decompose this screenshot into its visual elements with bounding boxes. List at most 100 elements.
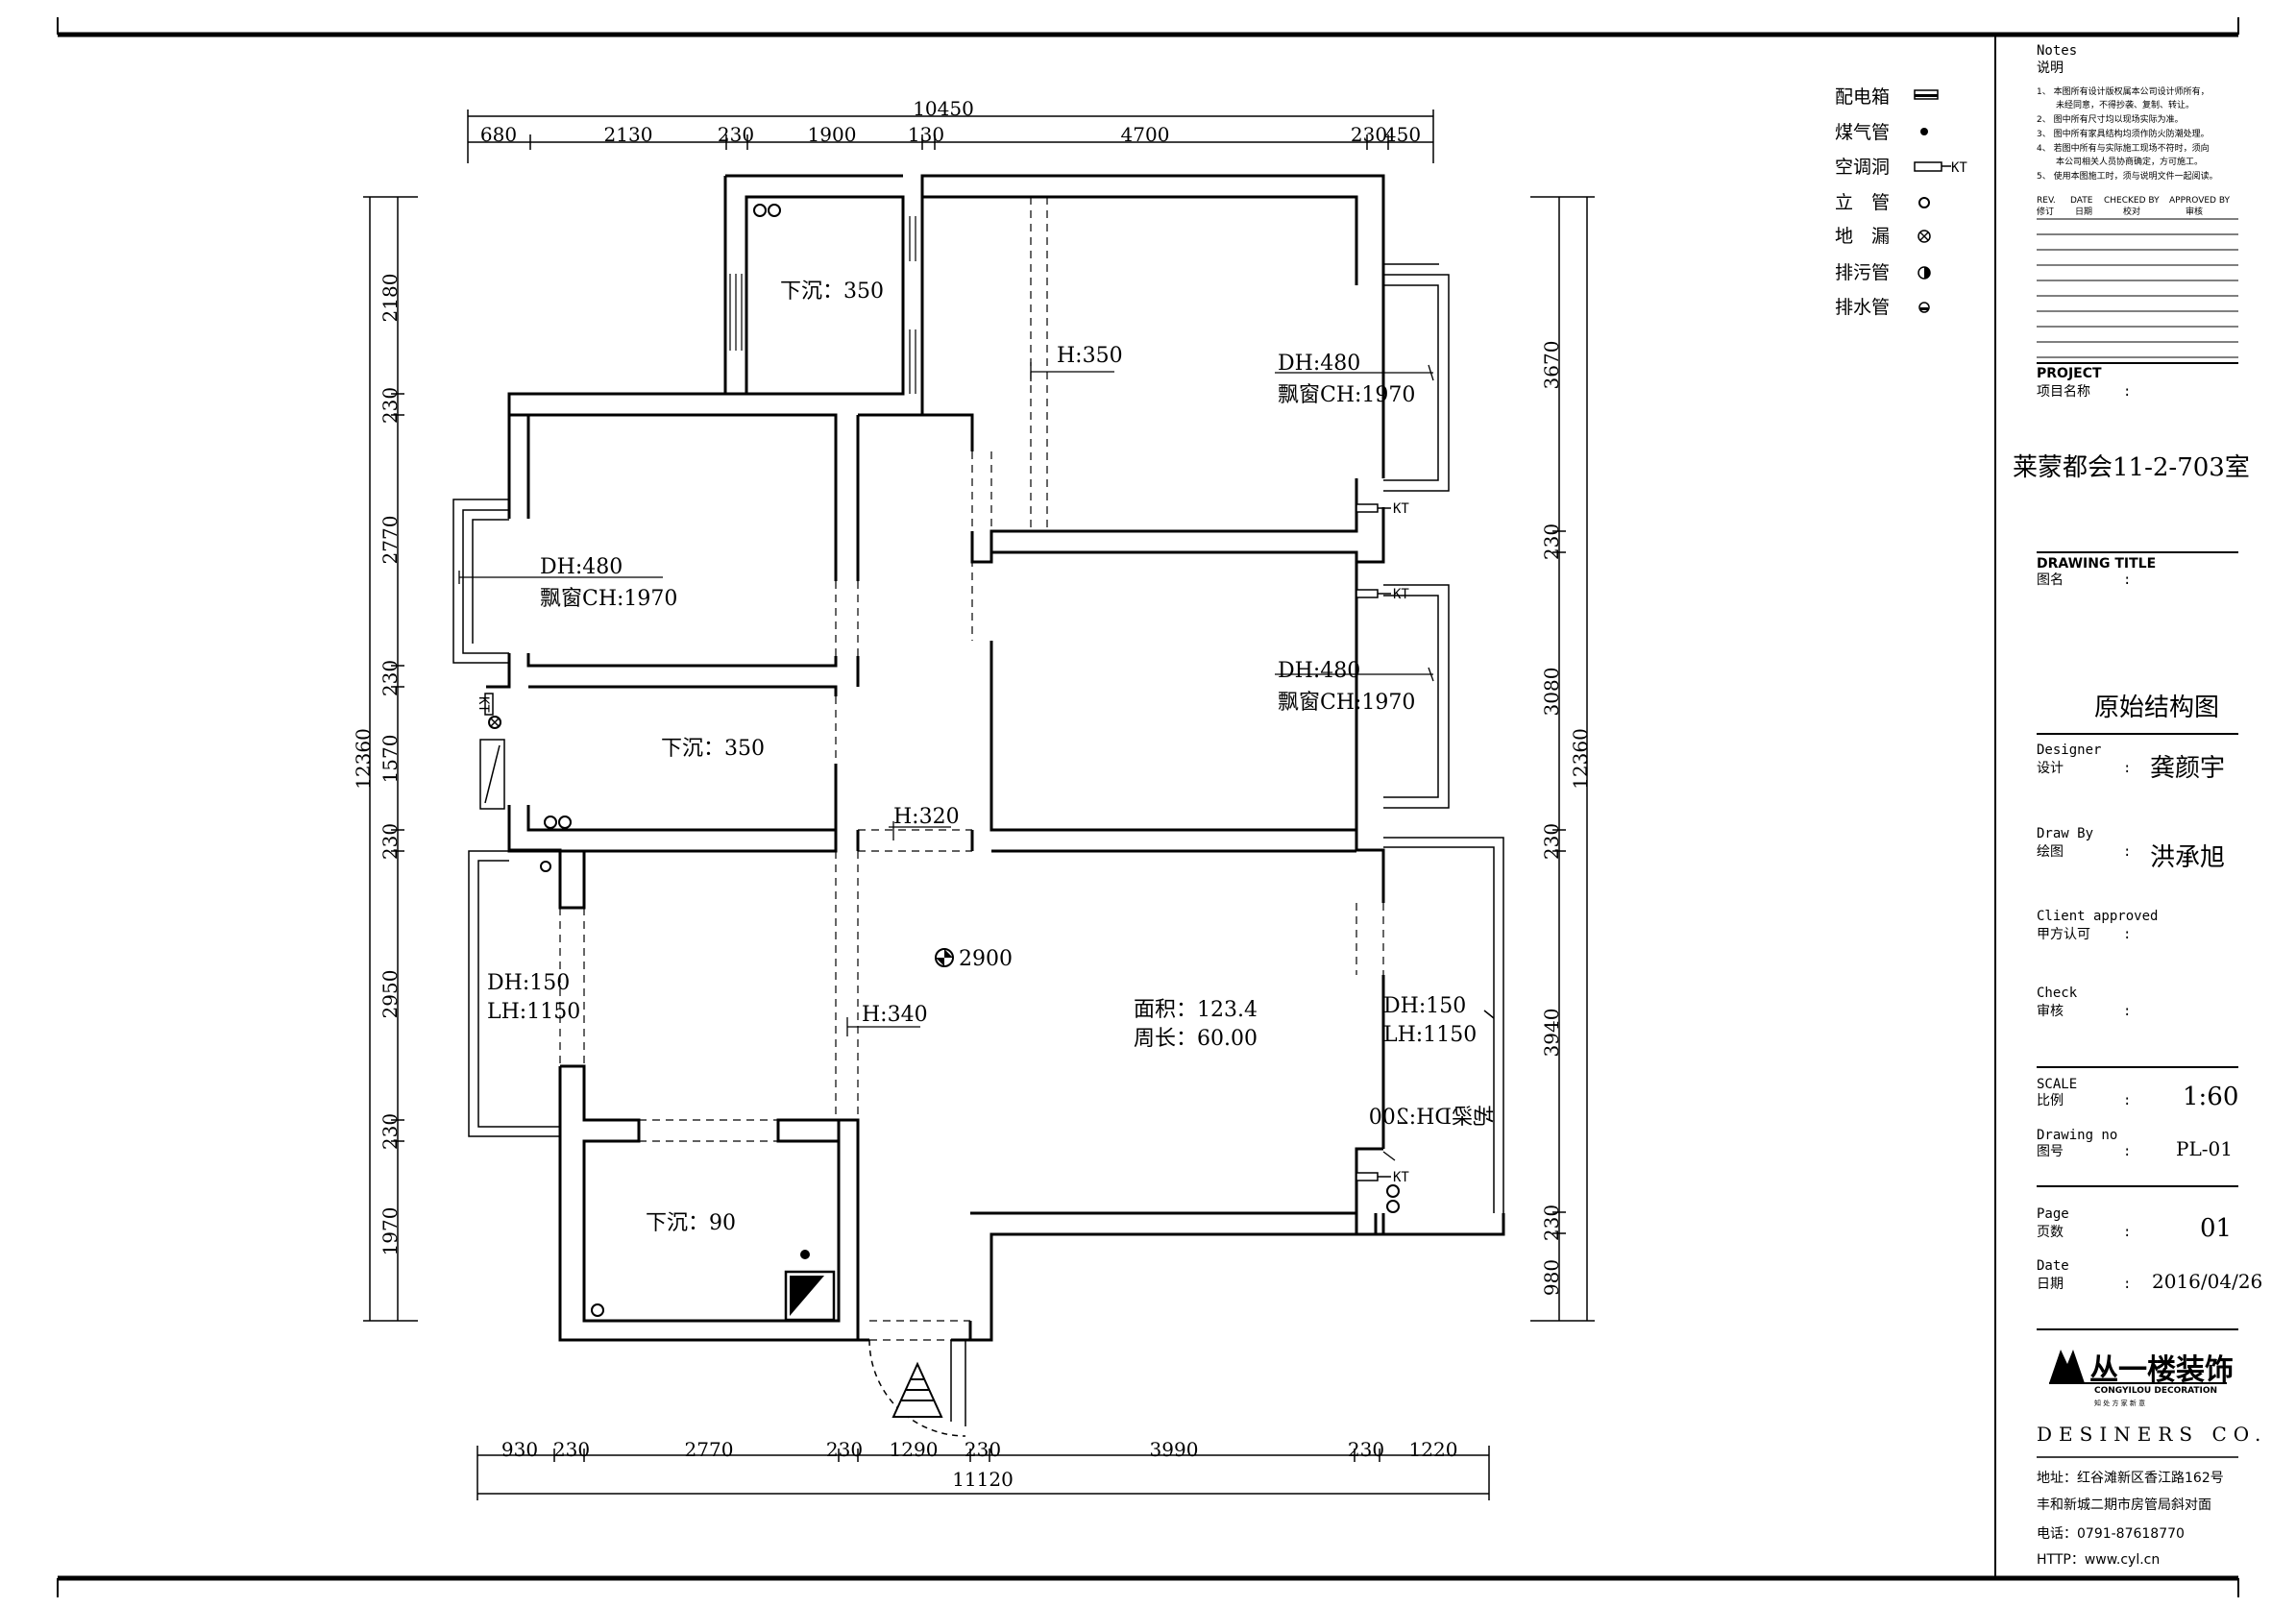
ac-hole-suffix: KT: [1951, 160, 1967, 176]
sewage-pipe-icon: [1917, 266, 1931, 280]
rev-header: REV.: [2037, 196, 2056, 206]
sheet-frame: [57, 17, 2239, 1597]
dim-right-total: 12360: [1569, 728, 1592, 790]
scale-label-en: SCALE: [2037, 1077, 2077, 1092]
date-value: 2016/04/26: [2152, 1270, 2262, 1293]
dim-bottom-seg: 930: [501, 1438, 538, 1461]
room-label-bottom-small: 下沉：90: [646, 1211, 736, 1235]
dim-left-total: 12360: [352, 728, 375, 790]
http-line: HTTP：www.cyl.cn: [2037, 1552, 2160, 1568]
kt-label: KT: [1393, 501, 1409, 517]
dim-top-seg: 680: [480, 123, 517, 146]
floor-drain-icon: [488, 716, 501, 729]
checked-header: CHECKED BY: [2104, 196, 2160, 206]
legend-label: 排污管: [1835, 262, 1890, 283]
ac-hole-markers: [484, 503, 1391, 1181]
notes-line: 1、 本图所有设计版权属本公司设计师所有，: [2037, 85, 2210, 97]
kt-label: KT: [1393, 1170, 1409, 1185]
address-line-2: 丰和新城二期市房管局斜对面: [2037, 1497, 2211, 1513]
checked-header-cn: 校对: [2123, 206, 2140, 217]
notes-line: 4、 若图中所有与实际施工现场不符时，须向: [2037, 142, 2210, 154]
distribution-box-icon: [1914, 89, 1939, 100]
dim-left-seg: 1970: [379, 1207, 402, 1256]
page-label-en: Page: [2037, 1206, 2069, 1222]
bay-windows: [452, 263, 1450, 809]
dim-bottom-seg: 230: [1348, 1438, 1384, 1461]
page-colon: :: [2123, 1225, 2131, 1240]
company-name-cn: 丛一楼装饰: [2089, 1353, 2234, 1387]
drawing-title-label-en: DRAWING TITLE: [2037, 556, 2156, 572]
bay-ch-left: 飘窗CH:1970: [540, 587, 677, 611]
drawing-title-colon: :: [2123, 572, 2131, 588]
gas-pipe-icon: [800, 1250, 810, 1259]
dim-bottom-seg: 230: [965, 1438, 1001, 1461]
dim-left-seg: 230: [379, 387, 402, 424]
date-header: DATE: [2070, 196, 2093, 206]
phone-line: 电话：0791-87618770: [2037, 1526, 2185, 1542]
legend-label: 配电箱: [1835, 86, 1890, 108]
scale-value: 1:60: [2183, 1083, 2238, 1111]
ac-hole-icon: KT: [1914, 160, 1967, 176]
wall-windows: [729, 216, 916, 394]
dimensions-bottom: [476, 1446, 1490, 1500]
company-tagline: 知 处 方 家 新 意: [2094, 1399, 2145, 1407]
client-label-en: Client approved: [2037, 909, 2158, 924]
dim-left-seg: 1570: [379, 735, 402, 784]
dim-bottom-seg: 1220: [1409, 1438, 1458, 1461]
riser-pipes: [540, 204, 1400, 1317]
dim-left-seg: 230: [379, 1113, 402, 1150]
elevation-marker-icon: [935, 948, 954, 967]
bay-dh-left: DH:480: [540, 555, 623, 579]
drawingno-label-cn: 图号: [2037, 1144, 2064, 1159]
dim-right-seg: 980: [1540, 1259, 1563, 1296]
walls: [486, 174, 1505, 1342]
drain-pipe-icon: [1918, 302, 1930, 313]
approved-header-cn: 审核: [2186, 206, 2203, 217]
company-desiners: DESINERS CO.: [2037, 1423, 2267, 1446]
legend-label: 立 管: [1835, 192, 1890, 213]
drawing-title-label-cn: 图名: [2037, 572, 2064, 588]
drawing-title: 原始结构图: [2094, 694, 2219, 722]
legend: 配电箱 煤气管 空调洞 立 管 地 漏 排污管 排水管 KT: [1835, 86, 1967, 318]
date-label-en: Date: [2037, 1258, 2069, 1274]
title-block: Notes 说明 1、 本图所有设计版权属本公司设计师所有， 未经同意，不得抄袭…: [1994, 35, 2267, 1578]
dim-left-seg: 2180: [379, 274, 402, 323]
height-label: H:350: [1057, 344, 1123, 368]
project-colon: :: [2123, 384, 2131, 400]
beam-label: 地梁DH:200: [1369, 1106, 1494, 1130]
dim-top-seg: 130: [908, 123, 944, 146]
dim-right-seg: 230: [1540, 523, 1563, 560]
notes-title-en: Notes: [2037, 43, 2077, 59]
meter-cabinet: [784, 1270, 836, 1322]
dim-left-seg: 2770: [379, 516, 402, 565]
client-colon: :: [2123, 927, 2131, 942]
balconies: [468, 837, 1504, 1213]
bay-dh-top-right: DH:480: [1278, 352, 1360, 376]
page-label-cn: 页数: [2037, 1225, 2064, 1240]
drawby-name: 洪承旭: [2150, 843, 2225, 872]
company-logo: 丛一楼装饰 CONGYILOU DECORATION 知 处 方 家 新 意: [2049, 1350, 2234, 1407]
dim-left-seg: 2950: [379, 970, 402, 1019]
project-name: 莱蒙都会11-2-703室: [2013, 453, 2250, 482]
designer-label-cn: 设计: [2037, 761, 2064, 776]
dim-right-seg: 230: [1540, 1205, 1563, 1241]
dim-top-seg: 450: [1384, 123, 1421, 146]
address-line-1: 地址：红谷滩新区香江路162号: [2037, 1471, 2224, 1486]
dim-bottom-seg: 230: [553, 1438, 590, 1461]
notes-line: 本公司相关人员协商确定，方可施工。: [2056, 156, 2203, 167]
notes-line: 未经同意，不得抄袭、复制、转让。: [2056, 99, 2194, 110]
dim-right-seg: 230: [1540, 823, 1563, 860]
project-label-en: PROJECT: [2037, 366, 2102, 381]
designer-label-en: Designer: [2037, 743, 2101, 758]
notes-title-cn: 说明: [2037, 61, 2064, 76]
room-label-top-small: 下沉：350: [780, 280, 884, 304]
designer-name: 龚颜宇: [2150, 754, 2225, 783]
drawby-colon: :: [2123, 844, 2131, 860]
revision-table-lines: [2037, 218, 2238, 358]
drawingno-colon: :: [2123, 1144, 2131, 1159]
kt-label: KT: [1393, 587, 1409, 602]
page-value: 01: [2200, 1214, 2232, 1243]
notes-line: 5、 使用本图施工时，须与说明文件一起阅读。: [2037, 170, 2218, 182]
dim-bottom-total: 11120: [952, 1468, 1014, 1491]
